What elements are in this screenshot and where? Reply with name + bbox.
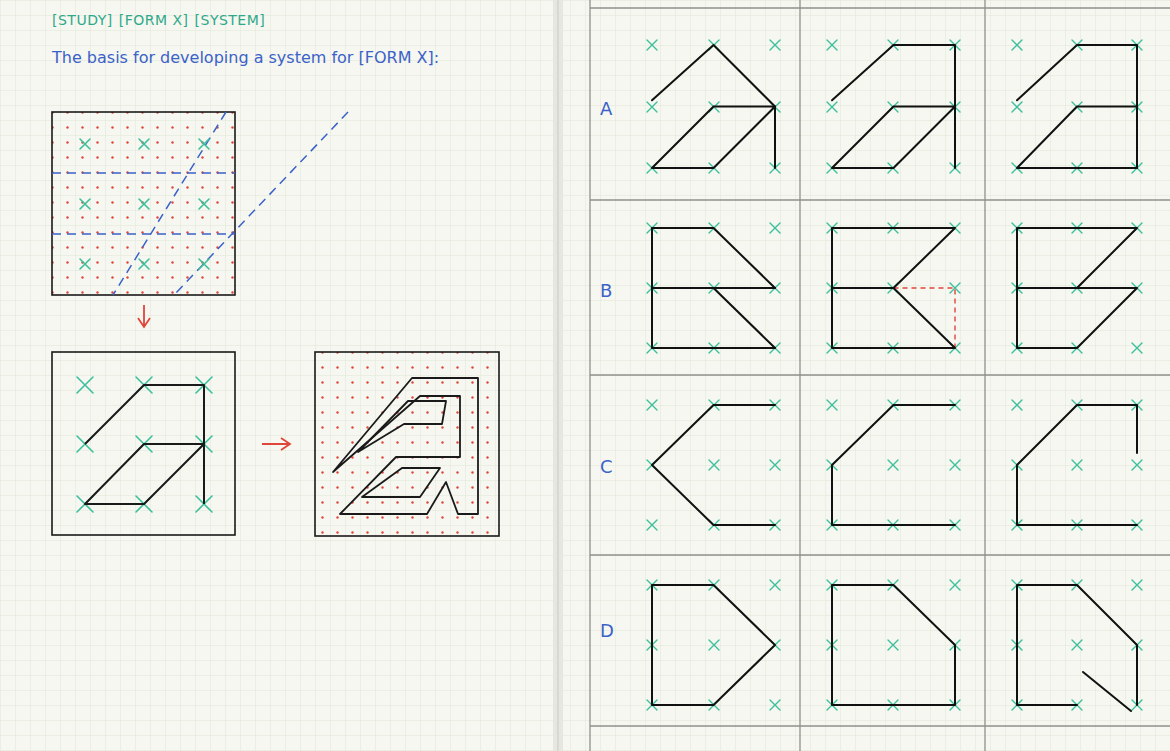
glyph-stroke: [1083, 672, 1131, 711]
grid-x-mark: [770, 580, 780, 590]
glyph-study-cell: [1012, 40, 1142, 173]
glyph-study-cell: [1012, 580, 1142, 711]
grid-x-mark: [139, 139, 149, 149]
grid-x-mark: [770, 223, 780, 233]
dot-grid: [315, 352, 499, 536]
study-box: [52, 112, 235, 295]
grid-x-mark: [950, 580, 960, 590]
grid-x-mark: [77, 377, 93, 393]
glyph-study-cell: [647, 400, 780, 530]
row-rule: [590, 7, 1170, 8]
red-arrow: [262, 438, 290, 450]
grid-x-mark: [80, 199, 90, 209]
grid-x-mark: [199, 199, 209, 209]
grid-x-mark: [709, 640, 719, 650]
glyph-stroke: [1017, 45, 1137, 168]
dashed-guide: [113, 112, 226, 295]
glyph-stroke: [652, 405, 775, 525]
row-rule: [590, 554, 1170, 555]
grid-x-mark: [827, 400, 837, 410]
grid-x-mark: [770, 40, 780, 50]
outline-box: [315, 352, 499, 536]
tag-label: [STUDY]: [52, 12, 113, 29]
glyph-study-cell: [827, 580, 960, 710]
grid-x-mark: [80, 259, 90, 269]
glyph-stroke: [1017, 228, 1137, 348]
grid-x-mark: [1012, 102, 1022, 112]
row-rule: [590, 374, 1170, 375]
glyph-stroke: [1017, 405, 1137, 525]
tag-label: [FORM X]: [119, 12, 189, 29]
grid-x-mark: [1012, 400, 1022, 410]
glyph-stroke: [714, 288, 776, 348]
dot-grid: [52, 112, 235, 295]
glyph-stroke: [652, 228, 775, 348]
tag-label: [SYSTEM]: [195, 12, 266, 29]
glyph-stroke: [652, 45, 775, 168]
glyph-study-cell: [1012, 223, 1142, 353]
glyph-stroke: [652, 107, 775, 169]
row-letter: D: [600, 620, 614, 642]
dashed-guide: [174, 112, 348, 295]
grid-x-mark: [139, 199, 149, 209]
glyph-counter: [362, 468, 440, 497]
grid-x-mark: [80, 139, 90, 149]
row-letter: B: [600, 280, 612, 302]
grid-x-mark: [1132, 460, 1142, 470]
grid-x-mark: [1132, 580, 1142, 590]
column-rule: [589, 0, 590, 751]
heading-note: The basis for developing a system for [F…: [52, 48, 439, 67]
glyph-stroke: [832, 45, 955, 168]
glyph-stroke: [832, 107, 955, 169]
glyph-stroke: [832, 405, 955, 525]
grid-x-mark: [199, 259, 209, 269]
row-rule: [590, 725, 1170, 726]
glyph-study-cell: [1012, 400, 1142, 530]
grid-x-mark: [199, 139, 209, 149]
glyph-stroke: [1017, 107, 1137, 169]
glyph-stroke: [1017, 585, 1137, 705]
glyph-study-cell: [647, 223, 780, 353]
grid-x-mark: [709, 460, 719, 470]
grid-x-mark: [647, 40, 657, 50]
glyph-study-cell: [647, 40, 780, 173]
row-letter: A: [600, 98, 612, 120]
red-arrow: [138, 305, 150, 327]
skeleton-box: [52, 352, 235, 535]
grid-x-mark: [770, 700, 780, 710]
glyph-study-cell: [827, 400, 960, 530]
grid-x-mark: [1132, 343, 1142, 353]
glyph-skeleton: [85, 385, 204, 504]
glyph-counter: [358, 401, 446, 452]
glyph-stroke: [832, 585, 955, 705]
grid-x-mark: [888, 460, 898, 470]
grid-x-mark: [1072, 460, 1082, 470]
grid-x-mark: [827, 40, 837, 50]
glyph-study-cell: [647, 580, 780, 710]
glyph-study-cell: [827, 40, 960, 173]
glyph-stroke: [832, 228, 955, 348]
grid-x-mark: [647, 520, 657, 530]
column-rule: [984, 0, 985, 751]
grid-x-mark: [827, 102, 837, 112]
glyph-outline: [333, 378, 478, 514]
dashed-guide: [52, 233, 235, 235]
grid-x-mark: [950, 460, 960, 470]
column-rule: [799, 0, 800, 751]
row-rule: [590, 199, 1170, 200]
glyph-stroke: [652, 585, 775, 705]
grid-x-mark: [1072, 640, 1082, 650]
grid-x-mark: [647, 102, 657, 112]
glyph-study-cell: [827, 223, 960, 353]
glyph-stroke: [832, 287, 894, 289]
grid-x-mark: [770, 460, 780, 470]
row-letter: C: [600, 456, 613, 478]
grid-x-mark: [647, 400, 657, 410]
grid-x-mark: [1012, 40, 1022, 50]
grid-x-mark: [139, 259, 149, 269]
dashed-guide: [52, 172, 235, 174]
grid-x-mark: [888, 640, 898, 650]
